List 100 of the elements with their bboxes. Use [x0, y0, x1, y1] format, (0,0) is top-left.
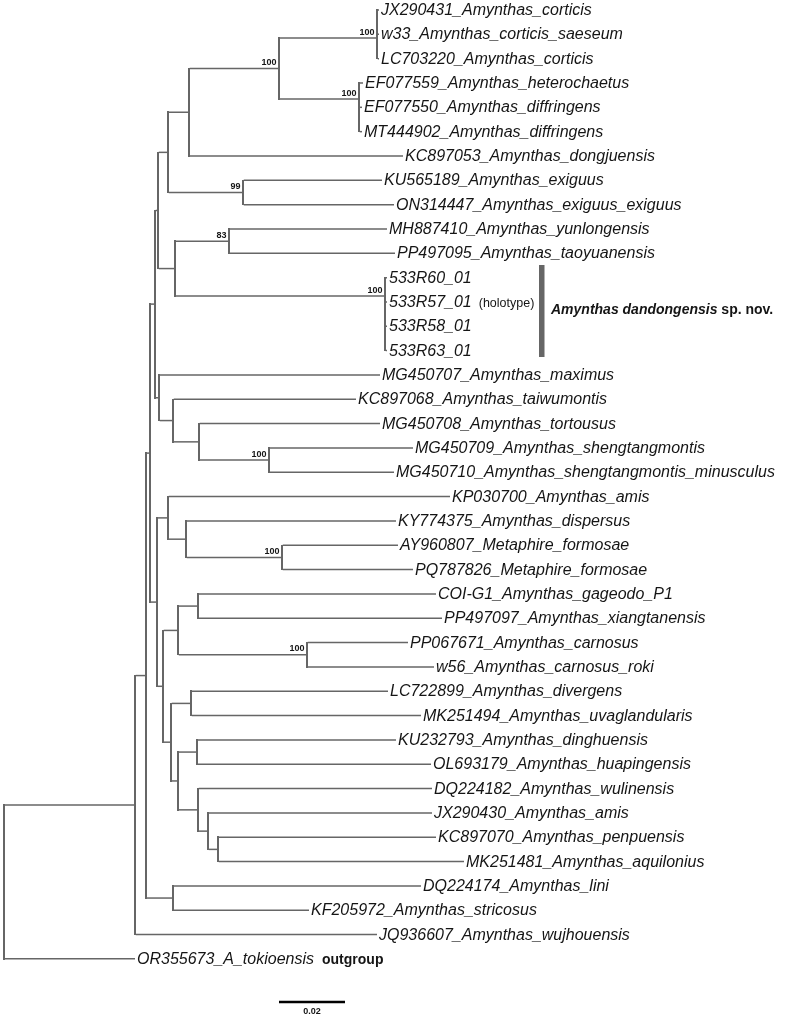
branch-line	[168, 111, 189, 113]
bootstrap-value: 100	[289, 643, 305, 654]
clade-node-line	[177, 605, 179, 656]
taxon-label: PQ787826_Metaphire_formosae	[413, 560, 648, 579]
bootstrap-value: 83	[216, 229, 227, 240]
taxon-label: MT444902_Amynthas_diffringens	[362, 122, 604, 141]
branch-line	[168, 495, 451, 498]
branch-line	[155, 209, 158, 212]
clade-node-line	[174, 240, 176, 297]
branch-line	[146, 452, 150, 454]
clade-node-line	[190, 690, 192, 717]
taxon-label: KC897068_Amynthas_taiwumontis	[356, 390, 608, 409]
bootstrap-value: 100	[251, 448, 267, 459]
taxon-label: MH887410_Amynthas_yunlongensis	[387, 219, 650, 238]
branch-line	[243, 179, 383, 182]
clade-node-line	[384, 276, 386, 352]
clade-node-line	[281, 544, 283, 571]
branch-line	[359, 82, 364, 84]
branch-line	[189, 155, 404, 157]
bootstrap-value: 99	[230, 180, 241, 191]
taxon-label: KP030700_Amynthas_amis	[450, 487, 650, 506]
branch-line	[269, 471, 395, 473]
branch-line	[159, 374, 381, 376]
taxon-label: OR355673_A_tokioensis	[135, 949, 314, 968]
branch-line	[359, 106, 363, 109]
branch-line	[178, 751, 197, 753]
branch-line	[229, 252, 396, 255]
taxon-label: KU232793_Amynthas_dinghuensis	[396, 730, 648, 749]
clade-node-line	[172, 885, 174, 911]
branch-line	[307, 641, 409, 644]
clade-node-line	[278, 37, 280, 100]
branch-line	[178, 605, 198, 607]
branch-line	[282, 568, 414, 571]
branch-line	[191, 690, 389, 692]
branch-line	[173, 885, 422, 887]
branch-line	[186, 520, 397, 522]
branch-line	[157, 517, 168, 519]
clade-node-line	[242, 179, 244, 206]
taxon-label: 533R60_01	[387, 268, 472, 287]
branch-line	[135, 933, 378, 936]
branch-line	[173, 909, 310, 911]
clade-node-line	[156, 517, 158, 688]
branch-line	[173, 398, 357, 401]
clade-node-line	[188, 67, 190, 157]
clade-node-line	[185, 520, 187, 559]
branch-line	[186, 556, 282, 559]
branch-line	[208, 812, 433, 814]
branch-line	[218, 836, 437, 838]
branch-line	[229, 228, 388, 230]
scale-value-label: 0.02	[303, 1006, 321, 1016]
bootstrap-value: 100	[341, 87, 357, 98]
clade-node-line	[134, 674, 136, 936]
taxon-label: PP067671_Amynthas_carnosus	[408, 633, 639, 652]
clade-node-line	[358, 82, 360, 133]
clade-node-line	[268, 447, 270, 473]
taxon-label: LC722899_Amynthas_divergens	[388, 682, 623, 701]
taxon-label: MG450708_Amynthas_tortousus	[380, 414, 616, 433]
taxon-label: JX290431_Amynthas_corticis	[379, 1, 592, 19]
clade-node-line	[145, 452, 147, 899]
taxon-label: ON314447_Amynthas_exiguus_exiguus	[394, 195, 682, 214]
clade-node-line	[198, 422, 200, 461]
bootstrap-value: 100	[359, 26, 375, 37]
clade-node-line	[170, 702, 172, 782]
branch-line	[198, 617, 443, 619]
annotation-label: outgroup	[322, 949, 384, 968]
branch-line	[189, 67, 279, 70]
clade-node-line	[217, 836, 219, 863]
taxon-label: AY960807_Metaphire_formosae	[398, 536, 630, 555]
taxon-label: MG450709_Amynthas_shengtangmontis	[413, 438, 705, 457]
branch-line	[146, 897, 173, 899]
taxon-label: KF205972_Amynthas_stricosus	[309, 901, 537, 920]
branch-line	[150, 601, 157, 603]
clade-node-line	[197, 787, 199, 832]
branch-line	[359, 130, 363, 133]
bootstrap-value: 100	[264, 545, 280, 556]
clade-node-line	[149, 303, 151, 603]
branch-line	[377, 9, 380, 11]
clade-node-line	[196, 739, 198, 765]
taxon-label: KC897053_Amynthas_dongjuensis	[403, 146, 655, 165]
annotation-label: (holotype)	[478, 294, 535, 312]
clade-node-line	[167, 495, 169, 540]
branch-line	[197, 763, 432, 765]
taxon-label: EF077550_Amynthas_diffringens	[362, 98, 601, 117]
bootstrap-value: 100	[367, 284, 383, 295]
clade-node-line	[167, 111, 169, 194]
clade-node-line	[228, 228, 230, 255]
taxon-label: 533R57_01	[387, 292, 472, 311]
taxon-label: MG450710_Amynthas_shengtangmontis_minusculus	[394, 463, 775, 482]
clade-node-line	[172, 398, 174, 443]
taxon-label: JX290430_Amynthas_amis	[432, 803, 629, 822]
branch-line	[171, 702, 191, 705]
branch-line	[198, 830, 208, 832]
branch-line	[269, 447, 414, 449]
taxon-label: 533R63_01	[387, 341, 472, 360]
clade-node-line	[157, 151, 159, 270]
taxon-label: DQ224174_Amynthas_lini	[421, 876, 609, 895]
branch-line	[157, 685, 163, 688]
taxon-label: w56_Amynthas_carnosus_roki	[434, 657, 654, 676]
branch-line	[4, 958, 136, 960]
branch-line	[175, 240, 229, 242]
